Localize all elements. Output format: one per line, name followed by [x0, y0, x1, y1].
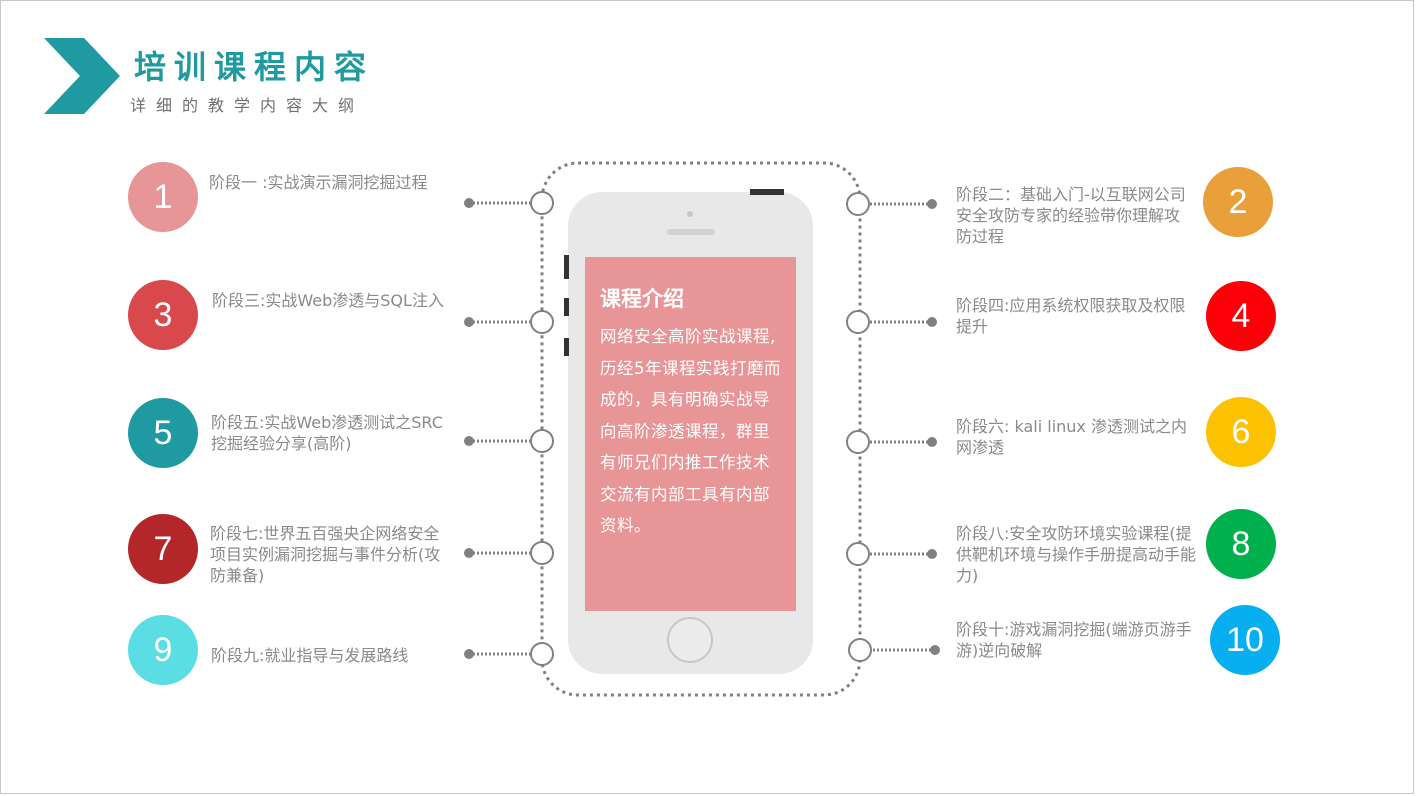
- connector-node: [846, 430, 870, 454]
- stage-7-label: 阶段七:世界五百强央企网络安全项目实例漏洞挖掘与事件分析(攻防兼备): [210, 524, 441, 585]
- connector-dot: [464, 649, 474, 659]
- connector-node: [846, 192, 870, 216]
- chevron-arrow-icon: [44, 38, 120, 114]
- stage-2-number-badge: 2: [1203, 167, 1273, 237]
- stage-6-label: 阶段六: kali linux 渗透测试之内网渗透: [956, 417, 1187, 457]
- stage-10-label: 阶段十:游戏漏洞挖掘(端游页游手游)逆向破解: [956, 620, 1192, 660]
- connector-dot: [464, 436, 474, 446]
- connector-dot: [464, 317, 474, 327]
- connector-node: [530, 642, 554, 666]
- connector-node: [530, 310, 554, 334]
- stage-6-number-badge: 6: [1206, 397, 1276, 467]
- stage-1-number-badge: 1: [128, 162, 198, 232]
- connector-node: [530, 191, 554, 215]
- intro-panel: 课程介绍 网络安全高阶实战课程,历经5年课程实践打磨而成的，具有明确实战导向高阶…: [585, 257, 796, 611]
- connector-dot: [464, 548, 474, 558]
- page-subtitle: 详细的教学内容大纲: [130, 96, 365, 115]
- connector-dot: [927, 549, 937, 559]
- stage-2-label: 阶段二：基础入门-以互联网公司安全攻防专家的经验带你理解攻防过程: [956, 185, 1186, 246]
- connector-dot: [927, 199, 937, 209]
- connector-dot: [927, 437, 937, 447]
- stage-connectors: [464, 191, 940, 666]
- stage-8-number-badge: 8: [1206, 509, 1276, 579]
- intro-body: 网络安全高阶实战课程,历经5年课程实践打磨而成的，具有明确实战导向高阶渗透课程，…: [600, 327, 781, 535]
- connector-node: [848, 638, 872, 662]
- stage-9-label: 阶段九:就业指导与发展路线: [211, 646, 409, 665]
- connector-node: [846, 310, 870, 334]
- stage-1-label: 阶段一 :实战演示漏洞挖掘过程: [209, 173, 428, 192]
- stage-9-number-badge: 9: [128, 615, 198, 685]
- stage-5-label: 阶段五:实战Web渗透测试之SRC挖掘经验分享(高阶): [211, 413, 443, 453]
- stage-10-number-badge: 10: [1210, 605, 1280, 675]
- connector-dot: [464, 198, 474, 208]
- connector-node: [846, 542, 870, 566]
- stage-7-number-badge: 7: [128, 514, 198, 584]
- stage-8-label: 阶段八:安全攻防环境实验课程(提供靶机环境与操作手册提高动手能力): [956, 524, 1197, 585]
- stage-3-label: 阶段三:实战Web渗透与SQL注入: [212, 291, 444, 310]
- connector-node: [530, 541, 554, 565]
- stage-5-number-badge: 5: [128, 398, 198, 468]
- intro-title: 课程介绍: [600, 287, 684, 311]
- connector-dot: [930, 645, 940, 655]
- connector-node: [530, 429, 554, 453]
- connector-dot: [927, 317, 937, 327]
- stage-3-number-badge: 3: [128, 280, 198, 350]
- stage-4-number-badge: 4: [1206, 281, 1276, 351]
- page-title: 培训课程内容: [134, 48, 375, 86]
- stage-4-label: 阶段四:应用系统权限获取及权限提升: [956, 296, 1186, 336]
